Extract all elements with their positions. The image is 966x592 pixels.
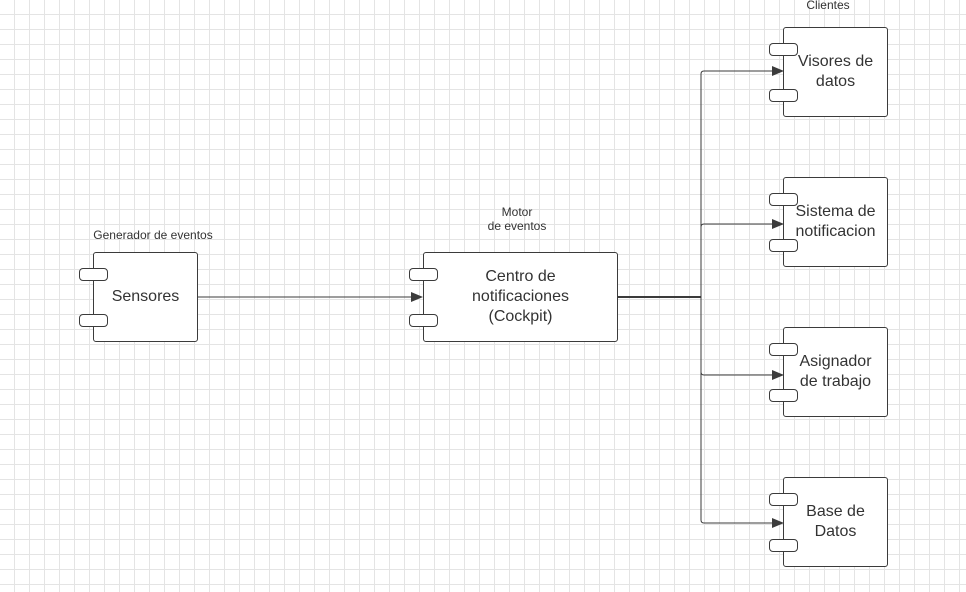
- component-asignador-label: Asignador de trabajo: [783, 327, 888, 417]
- component-port-icon: [79, 314, 108, 327]
- component-port-icon: [769, 239, 798, 252]
- component-port-icon: [409, 314, 438, 327]
- connector-to-visores: [700, 66, 784, 297]
- component-base-datos[interactable]: Base de Datos: [769, 477, 888, 567]
- engine-label: Motor de eventos: [487, 205, 547, 233]
- component-port-icon: [769, 389, 798, 402]
- component-asignador-trabajo[interactable]: Asignador de trabajo: [769, 327, 888, 417]
- component-port-icon: [769, 43, 798, 56]
- component-sensores[interactable]: Sensores: [79, 252, 198, 342]
- component-centro-label: Centro de notificaciones (Cockpit): [423, 252, 618, 342]
- connector-to-sistema: [700, 219, 784, 297]
- component-sensores-label: Sensores: [93, 252, 198, 342]
- component-port-icon: [769, 493, 798, 506]
- component-port-icon: [769, 193, 798, 206]
- component-port-icon: [409, 268, 438, 281]
- component-port-icon: [769, 539, 798, 552]
- component-port-icon: [769, 89, 798, 102]
- connector-to-base: [700, 297, 784, 528]
- component-visores-label: Visores de datos: [783, 27, 888, 117]
- generator-label: Generador de eventos: [93, 228, 213, 242]
- component-sistema-notificacion[interactable]: Sistema de notificacion: [769, 177, 888, 267]
- clients-label: Clientes: [806, 0, 850, 12]
- component-port-icon: [769, 343, 798, 356]
- component-base-label: Base de Datos: [783, 477, 888, 567]
- component-centro-notificaciones[interactable]: Centro de notificaciones (Cockpit): [409, 252, 618, 342]
- component-visores-datos[interactable]: Visores de datos: [769, 27, 888, 117]
- component-sistema-label: Sistema de notificacion: [783, 177, 888, 267]
- component-port-icon: [79, 268, 108, 281]
